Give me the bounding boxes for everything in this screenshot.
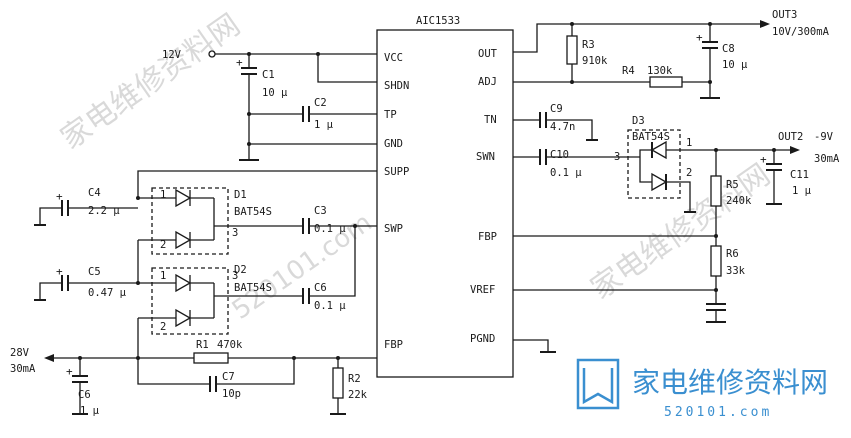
r5-ref: R5 (726, 179, 739, 191)
pin-fbp-right: FBP (478, 231, 497, 243)
out2-label: OUT2 (778, 131, 803, 143)
r2-value: 22k (348, 389, 368, 401)
svg-text:+: + (760, 153, 767, 166)
d3-pin3: 3 (614, 151, 620, 163)
d1-pin2: 2 (160, 239, 166, 251)
pin-swp: SWP (384, 223, 403, 235)
d3-pin2: 2 (686, 167, 692, 179)
logo-url-text: 520101.com (664, 405, 772, 420)
logo-brand-text: 家电维修资料网 (632, 366, 828, 399)
out2-current: 30mA (814, 153, 840, 165)
d3-pin1: 1 (686, 137, 692, 149)
c9-value: 4.7n (550, 121, 575, 133)
c1-ref: C1 (262, 69, 275, 81)
pin-adj: ADJ (478, 76, 497, 88)
pin-gnd: GND (384, 138, 403, 150)
out3-arrow (760, 20, 770, 28)
svg-text:+: + (56, 265, 63, 278)
r2-ref: R2 (348, 373, 361, 385)
out2-voltage: -9V (814, 131, 834, 143)
pin-shdn: SHDN (384, 80, 409, 92)
pin-fbp-left: FBP (384, 339, 403, 351)
svg-text:+: + (56, 190, 63, 203)
pin-supp: SUPP (384, 166, 409, 178)
c10-value: 0.1 μ (550, 167, 582, 179)
svg-text:+: + (236, 56, 243, 69)
c5-ref: C5 (88, 266, 101, 278)
pin-out: OUT (478, 48, 498, 60)
c9-ref: C9 (550, 103, 563, 115)
site-logo: 家电维修资料网 520101.com (576, 358, 828, 420)
c10-ref: C10 (550, 149, 569, 161)
d3-ref: D3 (632, 115, 645, 127)
d2-pin3: 3 (232, 270, 238, 282)
r1-value: 470k (217, 339, 243, 351)
out2-arrow (790, 146, 800, 154)
r5-value: 240k (726, 195, 752, 207)
pin-vref: VREF (470, 284, 495, 296)
input-section: 12V + C1 10 μ C2 1 μ (162, 49, 377, 161)
r4-value: 130k (647, 65, 673, 77)
c11-value: 1 μ (792, 185, 812, 197)
c4-value: 2.2 μ (88, 205, 120, 217)
c1-value: 10 μ (262, 87, 288, 99)
pin-tp: TP (384, 109, 397, 121)
main-output: OUT3 10V/300mA R3 910k R4 130k + C8 10 μ (513, 9, 830, 99)
positive-output: 28V 30mA R1 470k C7 10p R2 22k + C6 (10, 339, 377, 417)
r1-ref: R1 (196, 339, 209, 351)
pin-tn: TN (484, 114, 497, 126)
svg-text:+: + (66, 365, 73, 378)
c7-ref: C7 (222, 371, 235, 383)
d2-pin1: 1 (160, 270, 166, 282)
r3-ref: R3 (582, 39, 595, 51)
c3-ref: C3 (314, 205, 327, 217)
d2-ref: D2 (234, 264, 247, 276)
out3-spec: 10V/300mA (772, 26, 830, 38)
ic-name: AIC1533 (416, 15, 460, 27)
d1-ref: D1 (234, 189, 247, 201)
c7-value: 10p (222, 388, 241, 400)
svg-text:+: + (696, 31, 703, 44)
c2-ref: C2 (314, 97, 327, 109)
r6-ref: R6 (726, 248, 739, 260)
r6-value: 33k (726, 265, 746, 277)
d1-pin1: 1 (160, 189, 166, 201)
r3-value: 910k (582, 55, 608, 67)
c8-ref: C8 (722, 43, 735, 55)
c11-ref: C11 (790, 169, 809, 181)
d1-pin3: 3 (232, 227, 238, 239)
watermark-text-1: 家电维修资料网 (55, 7, 247, 156)
out1-voltage: 28V (10, 347, 30, 359)
negative-charge-pump: C9 4.7n C10 0.1 μ D3 BAT54S 3 1 2 OUT2 -… (513, 103, 840, 353)
c6b-value: 1 μ (80, 405, 100, 417)
d3-type: BAT54S (632, 131, 670, 143)
positive-charge-pump: + C4 2.2 μ 1 2 3 D1 BAT54S C3 0.1 μ (34, 170, 377, 358)
r4-ref: R4 (622, 65, 635, 77)
d2-pin2: 2 (160, 321, 166, 333)
c6b-ref: C6 (78, 389, 91, 401)
ic-aic1533: AIC1533 VCC SHDN TP GND SUPP SWP FBP OUT… (376, 15, 514, 378)
c3-value: 0.1 μ (314, 223, 346, 235)
vin-terminal (208, 50, 216, 58)
vin-label: 12V (162, 49, 182, 61)
d1-type: BAT54S (234, 206, 272, 218)
pin-pgnd: PGND (470, 333, 495, 345)
c6a-ref: C6 (314, 282, 327, 294)
d2-type: BAT54S (234, 282, 272, 294)
pin-vcc: VCC (384, 52, 403, 64)
c8-value: 10 μ (722, 59, 748, 71)
c2-value: 1 μ (314, 119, 334, 131)
pin-swn: SWN (476, 151, 495, 163)
out1-current: 30mA (10, 363, 36, 375)
c5-value: 0.47 μ (88, 287, 127, 299)
out1-arrow (44, 354, 54, 362)
c6a-value: 0.1 μ (314, 300, 346, 312)
c4-ref: C4 (88, 187, 101, 199)
out3-label: OUT3 (772, 9, 797, 21)
